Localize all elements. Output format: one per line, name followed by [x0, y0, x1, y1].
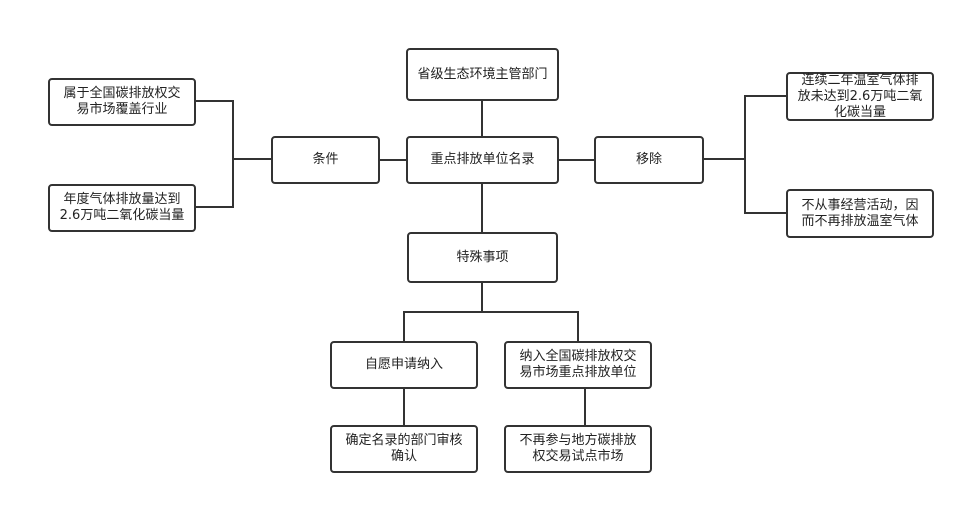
edge-bracket-cond1-cond2 [195, 100, 234, 208]
node-included: 纳入全国碳排放权交 易市场重点排放单位 [504, 341, 652, 389]
node-confirm: 确定名录的部门审核 确认 [330, 425, 478, 473]
node-center: 重点排放单位名录 [406, 136, 559, 184]
edge-split-voluntary-included [403, 311, 579, 341]
node-authority: 省级生态环境主管部门 [406, 48, 559, 101]
edge-bracket-rem1-rem2 [744, 95, 786, 214]
node-rem2: 不从事经营活动，因 而不再排放温室气体 [786, 189, 934, 238]
node-cond2: 年度气体排放量达到 2.6万吨二氧化碳当量 [48, 184, 196, 232]
node-voluntary: 自愿申请纳入 [330, 341, 478, 389]
node-cond1: 属于全国碳排放权交 易市场覆盖行业 [48, 78, 196, 126]
node-removal: 移除 [594, 136, 704, 184]
node-conditions: 条件 [271, 136, 380, 184]
node-exit: 不再参与地方碳排放 权交易试点市场 [504, 425, 652, 473]
node-special: 特殊事项 [407, 232, 558, 283]
node-rem1: 连续二年温室气体排 放未达到2.6万吨二氧 化碳当量 [786, 72, 934, 121]
